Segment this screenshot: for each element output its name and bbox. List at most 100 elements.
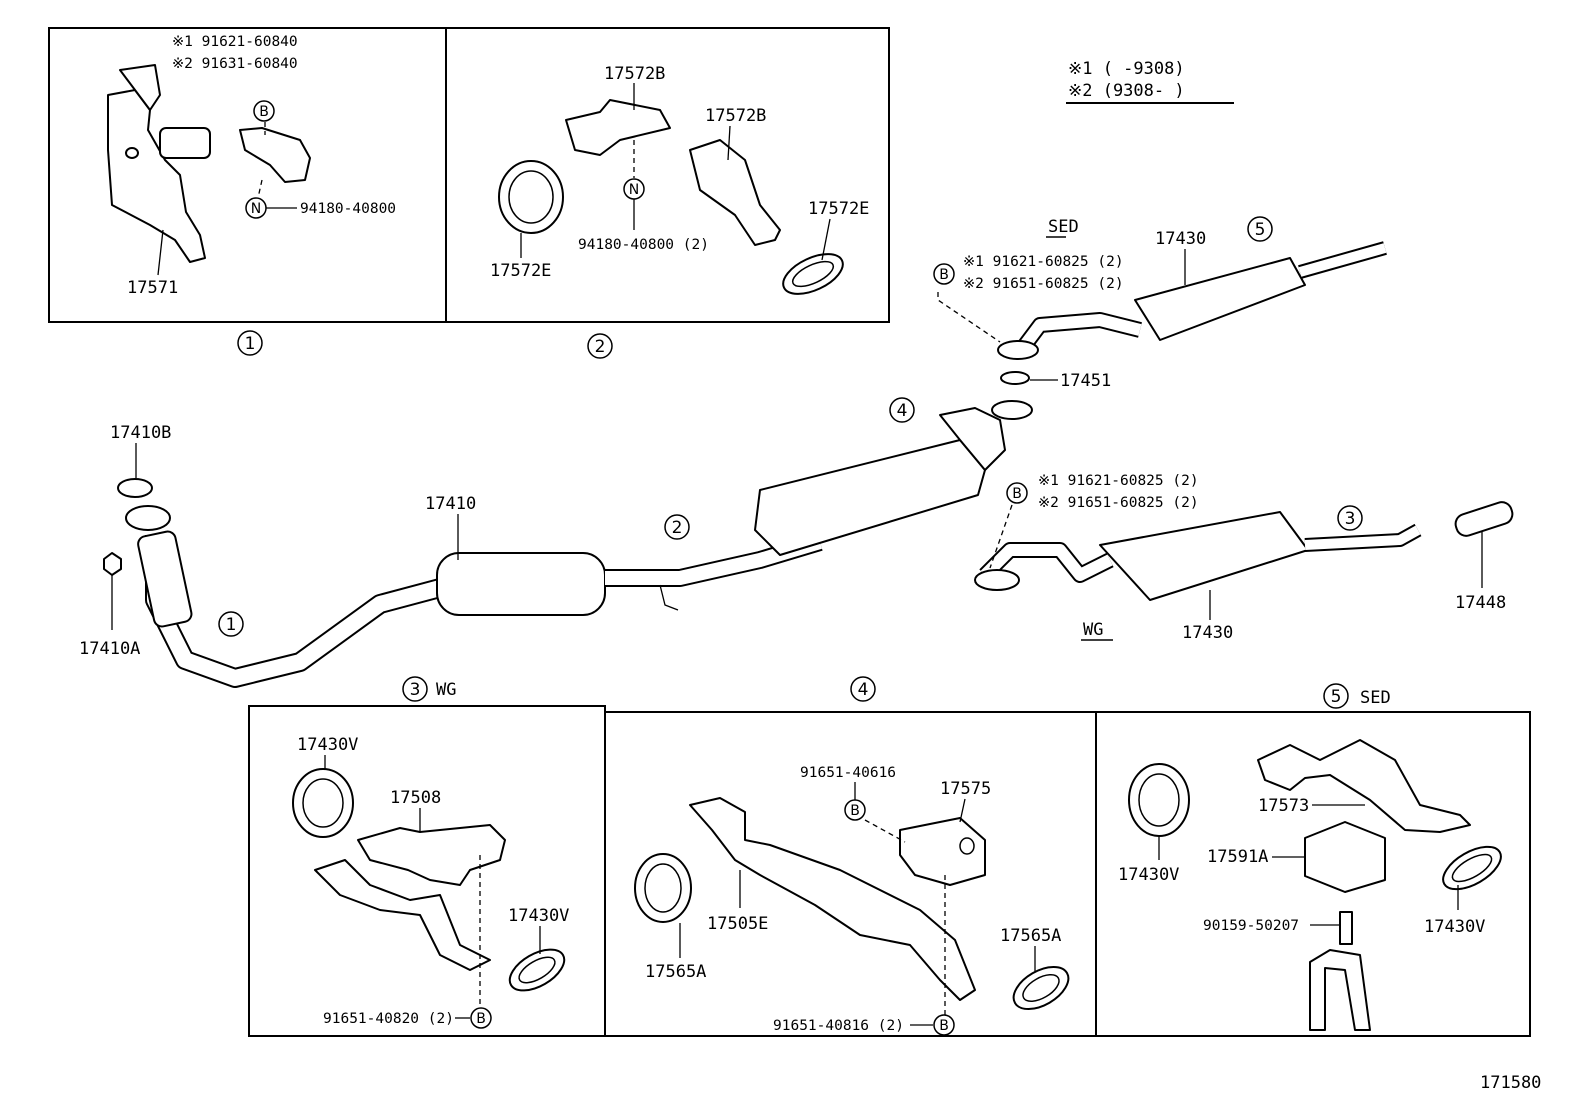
callout-b-circle bbox=[253, 100, 275, 122]
leader-17572e-a bbox=[821, 218, 831, 261]
gasket-inner-d bbox=[1022, 974, 1060, 1002]
main-marker-3: 3 bbox=[1345, 509, 1356, 529]
front-pipe-fill bbox=[147, 535, 443, 686]
gasket-inner-left bbox=[508, 170, 554, 224]
muffler-17410 bbox=[436, 552, 606, 616]
main-marker-3-circle bbox=[1337, 505, 1363, 531]
legend-line-2: ※2 (9308- ) bbox=[1068, 81, 1185, 101]
box3-label-2: 17430V bbox=[508, 906, 569, 926]
pipe-hook bbox=[659, 584, 679, 611]
sed-muffler bbox=[1134, 257, 1306, 341]
hanger-17572b-side bbox=[689, 139, 781, 246]
box1-marker: 1 bbox=[245, 334, 256, 354]
box-1-frame bbox=[48, 27, 447, 323]
bracket-17571 bbox=[107, 89, 206, 263]
gasket-17451 bbox=[1000, 371, 1030, 385]
bracket-hole bbox=[125, 147, 139, 159]
main-marker-5: 5 bbox=[1255, 220, 1266, 240]
gasket-inner-a bbox=[302, 778, 344, 828]
label-17410: 17410 bbox=[425, 494, 476, 514]
box5-marker-circle bbox=[1323, 683, 1349, 709]
box4-callout-b2: B bbox=[939, 1018, 949, 1034]
detail-box-2: 17572B 17572B 17572E N 94180-40800 (2) 1… bbox=[445, 27, 890, 359]
front-flange bbox=[125, 505, 171, 531]
box-2-frame bbox=[445, 27, 890, 323]
dash-wg-bolt bbox=[989, 504, 1013, 569]
dash-box4-bolt-a bbox=[864, 819, 906, 843]
box2-label-4: 17572E bbox=[490, 261, 551, 281]
label-wg: WG bbox=[1083, 620, 1103, 640]
callout-n: N bbox=[251, 201, 261, 217]
gasket-inner-right bbox=[791, 260, 835, 288]
box4-callout-b1-circle bbox=[844, 799, 866, 821]
hanger-17573 bbox=[1257, 739, 1471, 833]
box2-marker-circle bbox=[587, 333, 613, 359]
box4-marker-circle bbox=[850, 676, 876, 702]
box5-label-2: 17591A bbox=[1207, 847, 1268, 867]
main-marker-5-circle bbox=[1247, 216, 1273, 242]
bracket-17505e bbox=[689, 797, 976, 1001]
wg-inlet-pipe-fill bbox=[980, 544, 1113, 581]
main-marker-1: 1 bbox=[226, 615, 237, 635]
bolt-90159 bbox=[1339, 911, 1353, 945]
dash-sed-bolt bbox=[937, 292, 1001, 343]
box4-callout-b1: B bbox=[850, 803, 860, 819]
label-17430-sed: 17430 bbox=[1155, 229, 1206, 249]
box1-label-2: 94180-40800 bbox=[300, 201, 396, 217]
tail-tip-17448 bbox=[1454, 501, 1514, 537]
box5-label-1: 17573 bbox=[1258, 796, 1309, 816]
leader-17572b-b bbox=[727, 125, 731, 161]
box2-label-0: 17572B bbox=[604, 64, 665, 84]
box1-label-0: ※1 91621-60840 bbox=[172, 34, 298, 50]
main-marker-4-circle bbox=[889, 397, 915, 423]
box1-marker-circle bbox=[237, 330, 263, 356]
box2-label-2: 17572E bbox=[808, 199, 869, 219]
box3-marker-circle bbox=[402, 676, 428, 702]
box-5-frame bbox=[1095, 711, 1531, 1037]
label-17430-wg: 17430 bbox=[1182, 623, 1233, 643]
rubber-block-17591a bbox=[1304, 821, 1386, 893]
box4-label-5: 91651-40816 (2) bbox=[773, 1018, 904, 1034]
sed-flange bbox=[997, 340, 1039, 360]
gasket-inner-f bbox=[1451, 853, 1493, 883]
box5-label-3: 90159-50207 bbox=[1203, 918, 1299, 934]
box4-label-3: 17505E bbox=[707, 914, 768, 934]
box3-label-1: 17508 bbox=[390, 788, 441, 808]
flex-joint bbox=[137, 530, 193, 628]
main-marker-4: 4 bbox=[897, 401, 908, 421]
detail-box-5: 5 SED 17430V 17573 17591A 90159-50207 17… bbox=[1095, 683, 1531, 1037]
label-sed: SED bbox=[1048, 217, 1079, 237]
sed-tail-pipe-fill bbox=[1298, 243, 1387, 277]
rubber-hanger bbox=[239, 127, 311, 183]
box4-label-2: 17565A bbox=[1000, 926, 1061, 946]
box2-label-3: 94180-40800 (2) bbox=[578, 237, 709, 253]
figure-number: 171580 bbox=[1480, 1073, 1541, 1093]
hanger-17572b-top bbox=[565, 99, 671, 156]
label-wg-bolt-2: ※2 91651-60825 (2) bbox=[1038, 495, 1199, 511]
detail-box-3: 3 WG 17430V 17508 17430V 91651-40820 (2)… bbox=[248, 676, 606, 1037]
legend-line-1: ※1 ( -9308) bbox=[1068, 59, 1185, 79]
box5-marker: 5 bbox=[1331, 687, 1342, 707]
box3-suffix: WG bbox=[436, 680, 456, 700]
hanger-cylinder bbox=[159, 127, 211, 159]
muffler-outlet bbox=[939, 407, 1006, 471]
main-exhaust-assembly: 17410B 17410A 17410 SED 17430 5 B ※1 916… bbox=[79, 216, 1514, 688]
callout-b: B bbox=[259, 104, 269, 120]
bracket-top-tab bbox=[119, 64, 161, 111]
label-17448: 17448 bbox=[1455, 593, 1506, 613]
main-callout-b2-circle bbox=[1006, 482, 1028, 504]
label-sed-bolt-1: ※1 91621-60825 (2) bbox=[963, 254, 1124, 270]
nut-dash-n1 bbox=[257, 179, 263, 199]
box1-label-3: 17571 bbox=[127, 278, 178, 298]
box5-label-4: 17430V bbox=[1424, 917, 1485, 937]
box5-label-0: 17430V bbox=[1118, 865, 1179, 885]
leader-17571 bbox=[157, 229, 164, 276]
gasket-inner-c bbox=[644, 863, 682, 913]
box5-suffix: SED bbox=[1360, 688, 1391, 708]
bracket-17508-top bbox=[357, 824, 506, 886]
bracket-17508-arm bbox=[314, 859, 491, 971]
outlet-flange bbox=[991, 400, 1033, 420]
sed-inlet-pipe-fill bbox=[1020, 314, 1142, 349]
